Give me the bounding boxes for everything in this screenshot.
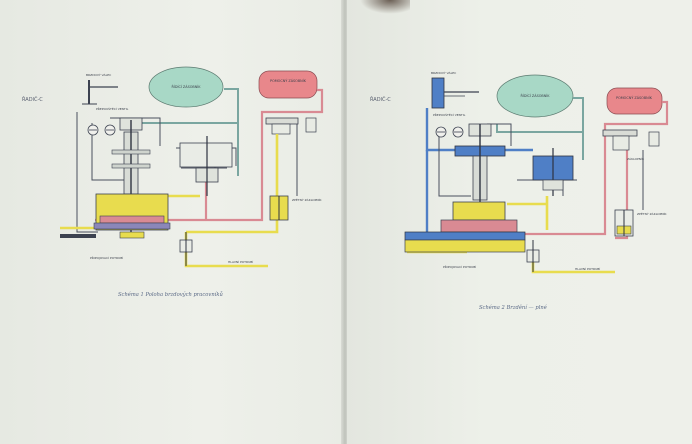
right-bottom-left-label: PŘIPOJOVACÍ POTRUBÍ bbox=[443, 264, 476, 269]
right-bottom-spindle bbox=[526, 240, 540, 272]
right-bottom-right-label: HLAVNÍ POTRUBÍ bbox=[575, 266, 600, 271]
left-brake-valve-label: BRZDOVÝ VÁLEC bbox=[86, 72, 111, 77]
right-green-reservoir-label: ŘÍDÍCÍ ZÁSOBNÍK bbox=[521, 93, 551, 98]
right-red-pipe bbox=[487, 100, 669, 240]
right-caption: Schéma 2 Brzdění — plné bbox=[479, 304, 547, 311]
right-red-reservoir bbox=[606, 87, 663, 115]
left-diagram: ŘADIČ-C BRZDOVÝ VÁLEC ŘÍDÍCÍ ZÁSOBNÍK PO… bbox=[22, 66, 324, 298]
left-yellow-pipe bbox=[60, 134, 279, 268]
left-gauges bbox=[87, 124, 116, 136]
finger-shadow bbox=[360, 0, 410, 14]
left-relief-valve-label: PŘEPOUŠTĚCÍ VENTIL bbox=[96, 106, 129, 111]
left-red-reservoir-label: POMOCNÝ ZÁSOBNÍK bbox=[270, 78, 307, 83]
right-teal-pipe bbox=[496, 97, 584, 160]
left-brake-valve bbox=[82, 80, 118, 105]
left-main-chamber bbox=[93, 193, 171, 239]
right-gauges bbox=[435, 126, 464, 138]
left-side-label: ŘADIČ-C bbox=[22, 95, 43, 103]
right-upper-valve bbox=[602, 129, 660, 151]
right-distributor-valve bbox=[532, 148, 574, 196]
left-bottom-right-label: HLAVNÍ POTRUBÍ bbox=[228, 259, 253, 264]
book-gutter bbox=[341, 0, 349, 444]
right-central-valve bbox=[454, 123, 506, 240]
right-main-chamber bbox=[404, 201, 526, 253]
right-relief-valve-label: PŘEPOUŠTĚCÍ VENTIL bbox=[433, 112, 466, 117]
right-page: ŘADIČ-C BRZDOVÝ VÁLEC ŘÍDÍCÍ ZÁSOBNÍK PO… bbox=[347, 0, 692, 444]
right-side-label: ŘADIČ-C bbox=[370, 95, 391, 103]
left-green-reservoir bbox=[148, 66, 224, 108]
left-red-reservoir bbox=[258, 70, 318, 99]
left-right-cylinder bbox=[269, 195, 289, 221]
right-right-cylinder bbox=[614, 209, 634, 237]
left-bottom-spindle bbox=[60, 232, 193, 266]
left-distributor-valve bbox=[179, 136, 233, 196]
right-diagram: ŘADIČ-C BRZDOVÝ VÁLEC ŘÍDÍCÍ ZÁSOBNÍK PO… bbox=[370, 70, 669, 311]
left-caption: Schéma 1 Poloha brzdových pracovníků bbox=[118, 291, 223, 298]
left-right-valve bbox=[265, 117, 317, 135]
right-brake-cylinder bbox=[431, 77, 479, 109]
left-central-valve bbox=[111, 117, 151, 232]
right-upper-valve-label: ZÁKLOPNÍK bbox=[627, 156, 645, 161]
left-green-reservoir-label: ŘÍDÍCÍ ZÁSOBNÍK bbox=[172, 84, 202, 89]
right-green-reservoir bbox=[496, 74, 574, 118]
left-page: ŘADIČ-C BRZDOVÝ VÁLEC ŘÍDÍCÍ ZÁSOBNÍK PO… bbox=[0, 0, 344, 444]
left-bottom-left-label: PŘIPOJOVACÍ POTRUBÍ bbox=[90, 255, 123, 260]
right-right-cylinder-label: ZPĚTNÝ ZÁKLOPNÍK bbox=[637, 211, 668, 216]
right-brake-cylinder-label: BRZDOVÝ VÁLEC bbox=[431, 70, 456, 75]
left-right-cylinder-label: ZPĚTNÝ ZÁKLOPNÍK bbox=[292, 197, 323, 202]
right-red-reservoir-label: POMOCNÝ ZÁSOBNÍK bbox=[616, 95, 653, 100]
